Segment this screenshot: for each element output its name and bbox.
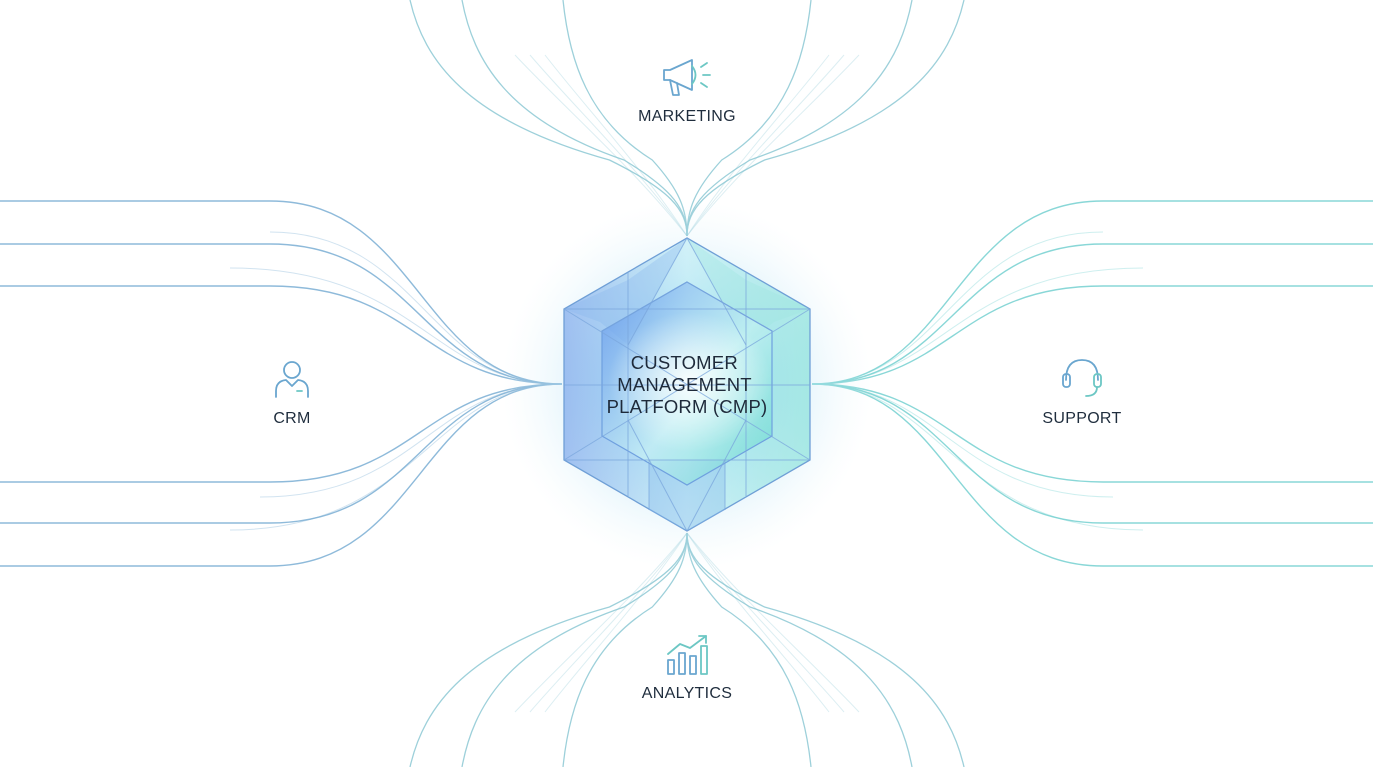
- crm-connection-lines: [0, 200, 563, 567]
- node-support[interactable]: SUPPORT: [1042, 359, 1121, 427]
- analytics-connection-line: [686, 532, 965, 767]
- hub-title-line-2: MANAGEMENT: [617, 374, 751, 395]
- hub-facet-lines: [563, 237, 811, 532]
- crm-connection-line: [0, 383, 563, 524]
- headset-icon: [1062, 359, 1102, 397]
- crm-connection-line: [0, 285, 563, 385]
- support-connection-line: [811, 285, 1373, 385]
- hub-core-light: [608, 312, 772, 452]
- crm-connection-line: [0, 200, 563, 385]
- analytics-connection-line: [686, 532, 913, 767]
- hub-facet-top-left: [564, 238, 687, 345]
- support-connection-line: [811, 200, 1373, 385]
- hub-facet-bottom: [649, 460, 725, 531]
- node-analytics-label: ANALYTICS: [642, 685, 732, 702]
- node-crm[interactable]: CRM: [273, 361, 310, 427]
- megaphone-icon: [663, 59, 711, 96]
- svg-text:CUSTOMER MANAGEMENT: CUSTOMER MANAGEMENT PLATFORM (CMP): [607, 352, 768, 417]
- crm-connection-line: [0, 383, 563, 483]
- user-icon: [275, 361, 309, 398]
- analytics-connection-line: [409, 532, 688, 767]
- support-connection-line: [811, 383, 1373, 483]
- analytics-connection-line: [461, 532, 688, 767]
- hub-facet-top-right: [687, 238, 810, 345]
- hub-title-line-1: CUSTOMER: [631, 352, 738, 373]
- bar-chart-trend-icon: [667, 635, 708, 675]
- hub-title-line-3: PLATFORM (CMP): [607, 396, 768, 417]
- cmp-hub[interactable]: CUSTOMER MANAGEMENT PLATFORM (CMP): [502, 200, 872, 570]
- support-connection-lines: [811, 200, 1373, 567]
- node-support-label: SUPPORT: [1042, 410, 1121, 427]
- node-marketing[interactable]: MARKETING: [638, 59, 736, 125]
- node-marketing-label: MARKETING: [638, 108, 736, 125]
- crm-connection-line: [0, 243, 563, 385]
- node-crm-label: CRM: [273, 410, 310, 427]
- support-connection-line: [811, 383, 1373, 524]
- node-analytics[interactable]: ANALYTICS: [642, 635, 732, 702]
